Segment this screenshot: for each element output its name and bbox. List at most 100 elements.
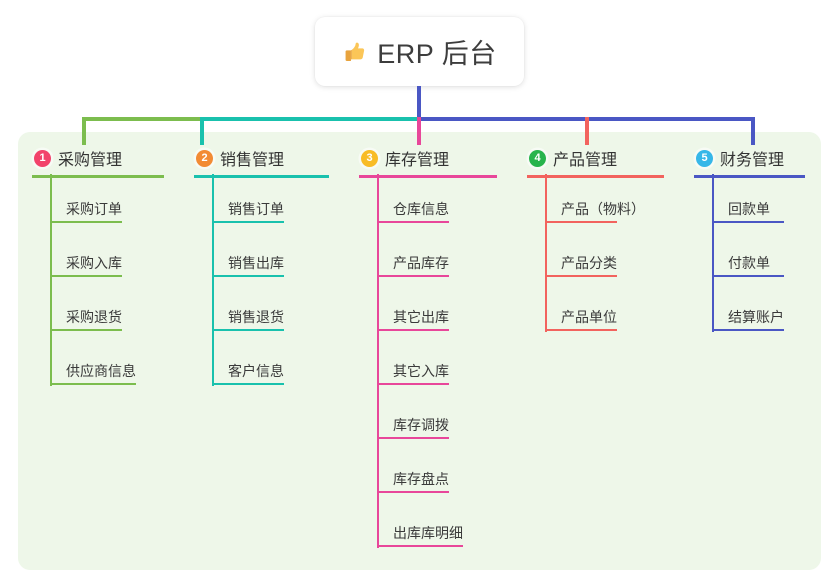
drop-connector-1	[82, 117, 86, 145]
branch-item[interactable]: 产品单位	[513, 282, 680, 336]
branch-item-underline	[377, 545, 463, 547]
branch-item-label: 结算账户	[728, 309, 784, 325]
branch-item-underline	[377, 275, 449, 277]
branch-item[interactable]: 出库库明细	[345, 498, 513, 552]
branch-item-underline	[545, 329, 617, 331]
branch-trunk-line	[712, 174, 714, 332]
branch-item-label: 其它入库	[393, 363, 449, 379]
branch-item-label: 销售订单	[228, 201, 284, 217]
branch-item-underline	[712, 275, 784, 277]
drop-connector-3	[417, 117, 421, 145]
branch-item[interactable]: 仓库信息	[345, 174, 513, 228]
branch-number-badge: 4	[529, 149, 546, 167]
branch-item-label: 产品库存	[393, 255, 449, 271]
branch-header-财务管理[interactable]: 5 财务管理	[680, 145, 821, 171]
branch-item[interactable]: 产品（物料）	[513, 174, 680, 228]
branch-item-underline	[545, 275, 617, 277]
branch-header-产品管理[interactable]: 4 产品管理	[513, 145, 680, 171]
branch-item-label: 供应商信息	[66, 363, 136, 379]
branch-title-label: 产品管理	[553, 152, 618, 169]
branch-item-label: 回款单	[728, 201, 770, 217]
branch-number-badge: 3	[361, 149, 378, 167]
branch-item[interactable]: 结算账户	[680, 282, 821, 336]
branch-item-underline	[377, 329, 449, 331]
branch-number-badge: 1	[34, 149, 51, 167]
root-title-label: ERP 后台	[377, 39, 497, 69]
root-title-inner: ERP 后台	[342, 32, 497, 71]
branch-header-underline	[194, 175, 329, 178]
branch-number-badge: 5	[696, 149, 713, 167]
branch-item[interactable]: 库存盘点	[345, 444, 513, 498]
branch-trunk-line	[212, 174, 214, 386]
branch-item-label: 库存盘点	[393, 471, 449, 487]
branch-item[interactable]: 客户信息	[180, 336, 345, 390]
branch-number-badge: 2	[196, 149, 213, 167]
branch-item-label: 其它出库	[393, 309, 449, 325]
branch-column-库存管理: 3 库存管理仓库信息产品库存其它出库其它入库库存调拨库存盘点出库库明细	[345, 145, 513, 552]
branch-item-label: 库存调拨	[393, 417, 449, 433]
branch-item[interactable]: 采购订单	[18, 174, 180, 228]
branch-title-label: 采购管理	[58, 152, 123, 169]
branch-item-underline	[50, 221, 122, 223]
branch-title-label: 财务管理	[720, 152, 785, 169]
branch-trunk-line	[545, 174, 547, 332]
branch-item-underline	[212, 221, 284, 223]
branch-item-label: 出库库明细	[393, 525, 463, 541]
branch-item-underline	[545, 221, 617, 223]
branch-column-财务管理: 5 财务管理回款单付款单结算账户	[680, 145, 821, 336]
branch-item-label: 采购退货	[66, 309, 122, 325]
branch-item-underline	[50, 329, 122, 331]
branch-item[interactable]: 产品分类	[513, 228, 680, 282]
branch-trunk-line	[377, 174, 379, 548]
branch-item[interactable]: 其它入库	[345, 336, 513, 390]
branch-header-underline	[359, 175, 497, 178]
branch-header-销售管理[interactable]: 2 销售管理	[180, 145, 345, 171]
branch-item[interactable]: 销售出库	[180, 228, 345, 282]
branch-item-list: 销售订单销售出库销售退货客户信息	[180, 174, 345, 390]
bus-segment-3	[417, 117, 751, 121]
branch-trunk-line	[50, 174, 52, 386]
branch-item-label: 采购入库	[66, 255, 122, 271]
branch-item[interactable]: 回款单	[680, 174, 821, 228]
branch-item[interactable]: 销售订单	[180, 174, 345, 228]
branch-item-list: 仓库信息产品库存其它出库其它入库库存调拨库存盘点出库库明细	[345, 174, 513, 552]
branch-item-label: 产品分类	[561, 255, 617, 271]
branch-item-label: 采购订单	[66, 201, 122, 217]
branch-item-underline	[377, 437, 449, 439]
branch-header-库存管理[interactable]: 3 库存管理	[345, 145, 513, 171]
branch-item-underline	[377, 383, 449, 385]
branch-item-label: 产品（物料）	[561, 201, 645, 217]
root-stem-connector	[417, 86, 421, 119]
thumbs-up-icon	[342, 39, 368, 65]
branch-column-产品管理: 4 产品管理产品（物料） 产品分类产品单位	[513, 145, 680, 336]
branch-item[interactable]: 付款单	[680, 228, 821, 282]
branch-item-underline	[212, 383, 284, 385]
branch-item-list: 采购订单采购入库采购退货供应商信息	[18, 174, 180, 390]
branch-item[interactable]: 采购退货	[18, 282, 180, 336]
branch-item-underline	[50, 275, 122, 277]
branch-item-label: 付款单	[728, 255, 770, 271]
branch-column-销售管理: 2 销售管理销售订单销售出库销售退货客户信息	[180, 145, 345, 390]
branch-item-underline	[377, 221, 449, 223]
branch-title-label: 销售管理	[220, 152, 285, 169]
branches-panel	[18, 132, 821, 570]
branch-item[interactable]: 供应商信息	[18, 336, 180, 390]
branch-title-label: 库存管理	[385, 152, 450, 169]
branch-item[interactable]: 产品库存	[345, 228, 513, 282]
branch-item[interactable]: 销售退货	[180, 282, 345, 336]
branch-item[interactable]: 库存调拨	[345, 390, 513, 444]
branch-item-label: 客户信息	[228, 363, 284, 379]
branch-item-list: 产品（物料） 产品分类产品单位	[513, 174, 680, 336]
branch-header-采购管理[interactable]: 1 采购管理	[18, 145, 180, 171]
drop-connector-4	[585, 117, 589, 145]
branch-item[interactable]: 其它出库	[345, 282, 513, 336]
bus-segment-1	[82, 117, 200, 121]
branch-item-underline	[377, 491, 449, 493]
branch-header-underline	[694, 175, 805, 178]
branch-item-list: 回款单付款单结算账户	[680, 174, 821, 336]
branch-column-采购管理: 1 采购管理采购订单采购入库采购退货供应商信息	[18, 145, 180, 390]
branch-item-label: 销售退货	[228, 309, 284, 325]
root-title-card[interactable]: ERP 后台	[315, 17, 524, 86]
branch-item[interactable]: 采购入库	[18, 228, 180, 282]
